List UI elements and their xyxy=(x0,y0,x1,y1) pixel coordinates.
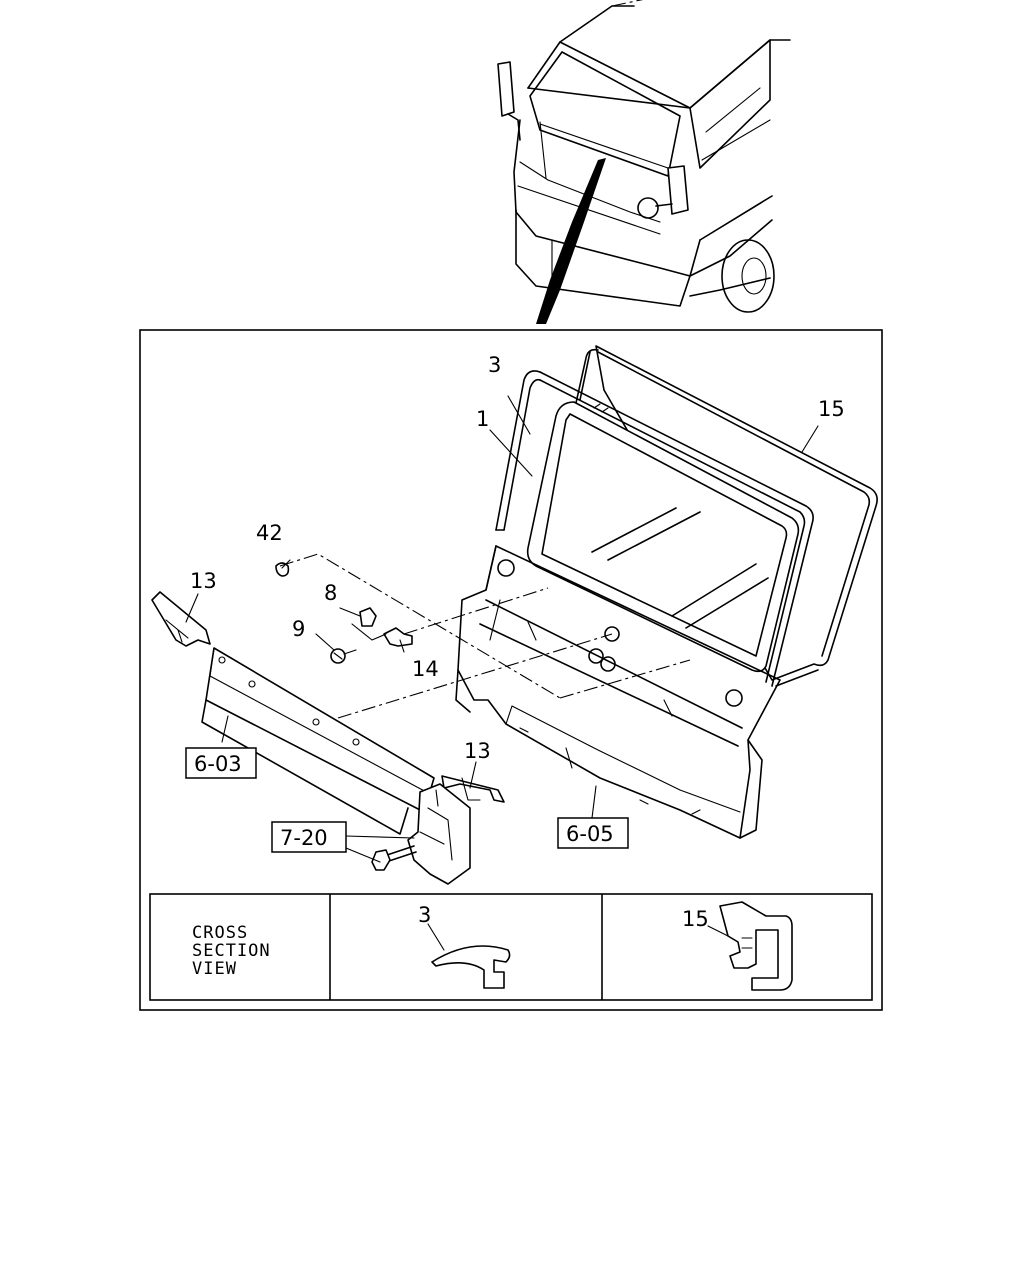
callout-15: 15 xyxy=(818,397,845,421)
svg-text:6-03: 6-03 xyxy=(194,752,242,776)
cross-section-title-line3: VIEW xyxy=(192,959,237,979)
callout-42: 42 xyxy=(256,521,283,545)
fasteners xyxy=(330,607,413,664)
cross-section-label-15: 15 xyxy=(682,907,709,931)
ref-box-603: 6-03 xyxy=(185,747,257,779)
part-15-seal xyxy=(573,345,878,687)
part-1-glass xyxy=(526,401,800,673)
callout-1: 1 xyxy=(476,407,489,431)
part-720-bracket xyxy=(371,783,471,885)
part-42-clip xyxy=(275,562,290,577)
part-13-bracket-left xyxy=(151,591,211,647)
leader-lines xyxy=(185,395,819,863)
svg-text:7-20: 7-20 xyxy=(280,826,328,850)
ref-box-720: 7-20 xyxy=(271,821,347,853)
callout-3: 3 xyxy=(488,353,501,377)
svg-text:6-05: 6-05 xyxy=(566,822,614,846)
part-13-bracket-right xyxy=(441,775,505,803)
cowl-bar-603 xyxy=(201,647,435,835)
section-3-profile xyxy=(431,945,511,989)
callout-13-lower: 13 xyxy=(464,739,491,763)
detail-frame xyxy=(139,329,883,1011)
cross-section-table: CROSS SECTION VIEW 3 15 xyxy=(149,893,873,1001)
ref-box-605: 6-05 xyxy=(557,817,629,849)
cross-section-label-3: 3 xyxy=(418,903,431,927)
section-15-profile xyxy=(719,901,793,991)
cowl-panel-605 xyxy=(455,545,781,839)
part-3-moulding xyxy=(495,370,814,687)
truck-overview xyxy=(497,0,791,324)
callout-14: 14 xyxy=(412,657,439,681)
callout-13-upper: 13 xyxy=(190,569,217,593)
callout-9: 9 xyxy=(292,617,305,641)
callout-8: 8 xyxy=(324,581,337,605)
cross-section-title-line1: CROSS xyxy=(192,923,248,943)
cross-section-title-line2: SECTION xyxy=(192,941,271,961)
